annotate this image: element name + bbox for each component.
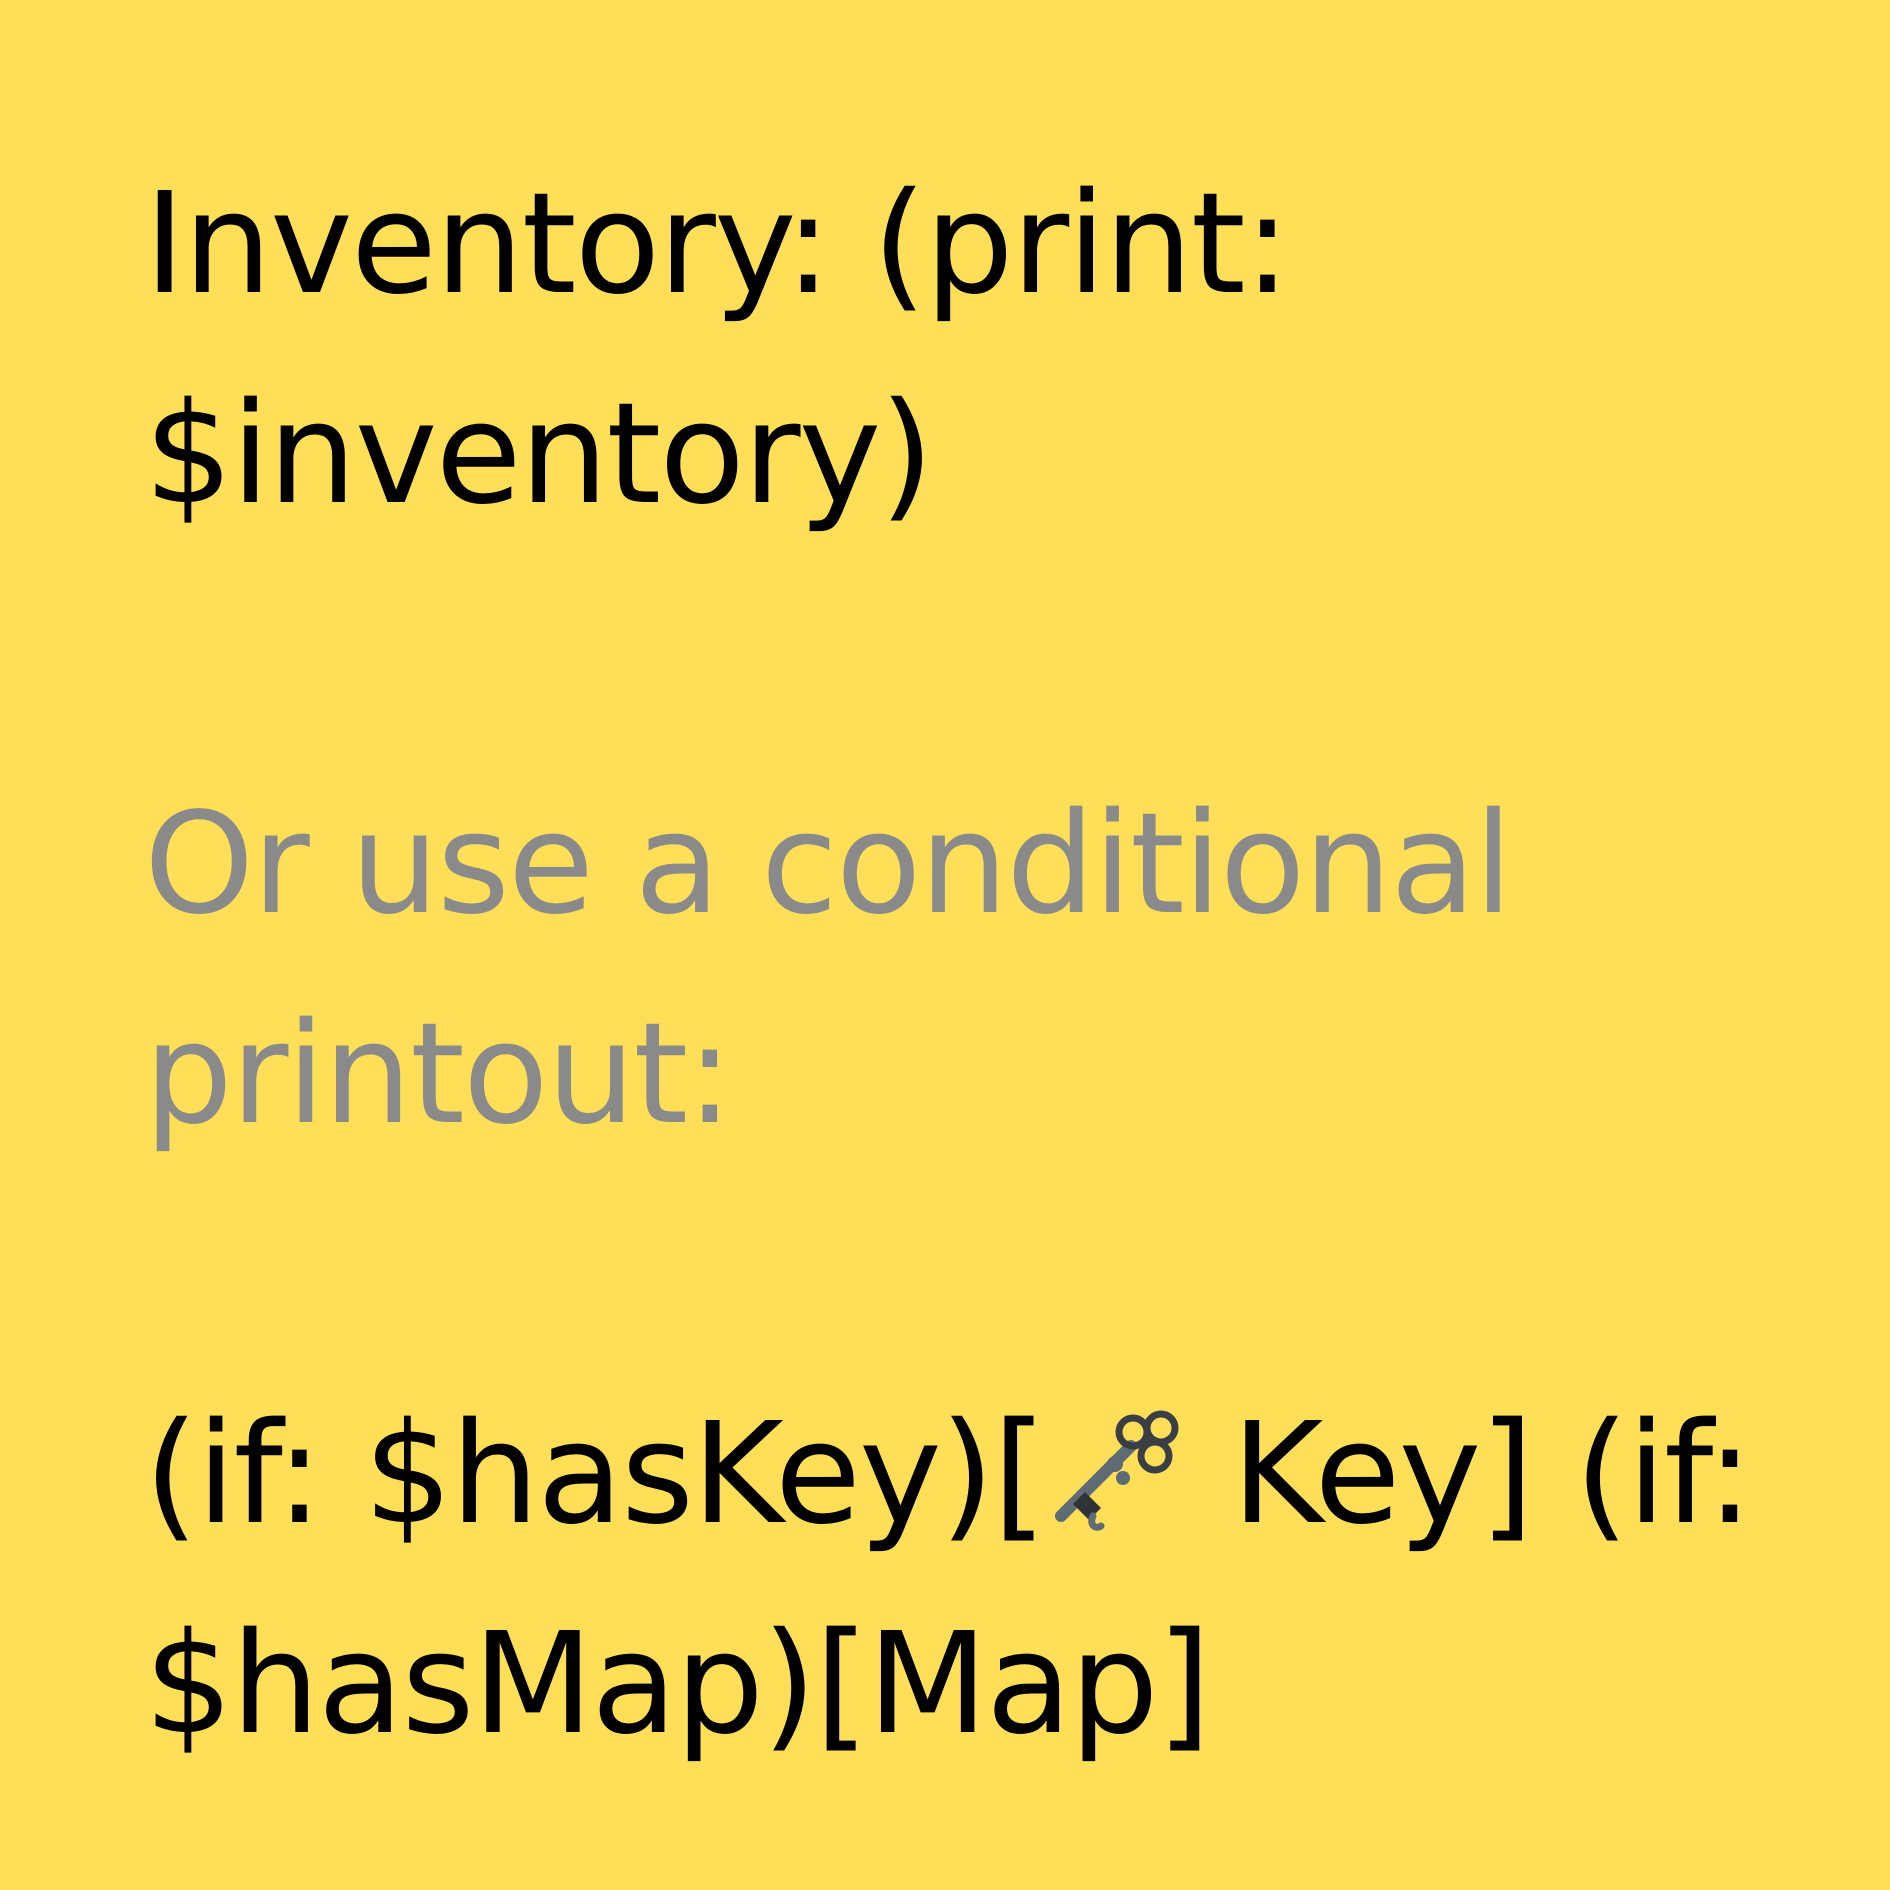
key-and-map-code: Key] (if: $hasMap)[Map] xyxy=(144,1393,1753,1766)
inventory-print-code: Inventory: (print: $inventory) xyxy=(144,163,1291,536)
conditional-printout-note: Or use a conditional printout: xyxy=(144,783,1513,1156)
old-key-icon xyxy=(1039,1394,1179,1534)
conditional-code: (if: $hasKey)[ Key] (if: $hasMap)[Map] xyxy=(144,1370,1764,1790)
if-haskey-code: (if: $hasKey)[ xyxy=(144,1393,1047,1556)
